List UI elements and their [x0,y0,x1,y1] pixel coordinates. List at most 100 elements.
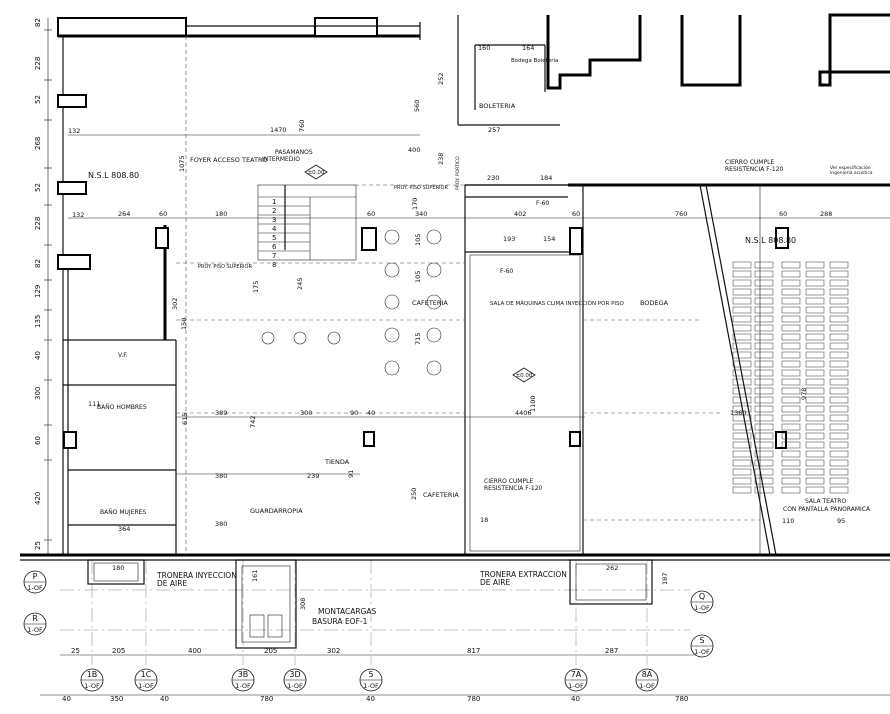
theater-seat [781,369,801,377]
column-c [569,227,583,255]
theater-seat [781,450,801,458]
theater-seat [805,423,825,431]
svg-text:7A: 7A [571,670,582,679]
dim-715: 715 [414,333,422,345]
theater-seat [754,279,774,287]
dim-bottom-2-3: 780 [260,695,273,703]
dim-left-12: 60 [34,436,42,445]
theater-seat [754,351,774,359]
dim-left-4: 268 [34,137,42,150]
label-cafeteria-2: CAFETERIA [423,491,459,499]
theater-seat [829,423,849,431]
dim-40a: 40 [367,409,375,417]
label-bano-mujeres: BAÑO MUJERES [100,509,146,516]
dim-187: 187 [661,573,669,585]
column-left-1 [57,94,87,108]
dim-bottom-2-5: 780 [467,695,480,703]
dim-bottom-1-1: 205 [112,647,125,655]
svg-text:1-OF: 1-OF [138,682,154,690]
theater-seat [781,414,801,422]
axis-3B: 3B1-OF [231,668,255,692]
note-cierre-1a: CIERRO CUMPLE [725,159,774,166]
theater-seat [732,270,752,278]
dim-402: 402 [514,210,526,218]
theater-seat [829,315,849,323]
theater-seat [732,297,752,305]
theater-seat [754,306,774,314]
dim-262: 262 [606,564,618,572]
label-sala-teatro-sub: CON PANTALLA PANORAMICA [783,506,871,513]
theater-seat [829,486,849,494]
note-nsl-right: N.S.L 808.80 [745,236,796,245]
svg-text:1-OF: 1-OF [84,682,100,690]
dim-250: 250 [410,488,418,500]
axis-5: 51-OF [359,668,383,692]
theater-seat [781,387,801,395]
theater-seat [781,306,801,314]
dim-left-2: 228 [34,57,42,70]
theater-seat [754,405,774,413]
theater-seat [732,423,752,431]
theater-seat [732,486,752,494]
theater-seat [829,342,849,350]
dim-bottom-2-2: 40 [160,695,169,703]
dim-164: 164 [522,44,534,52]
stair-step-3: 3 [272,216,276,224]
theater-seats [732,261,849,494]
theater-seat [829,360,849,368]
theater-seat [781,477,801,485]
svg-text:Q: Q [699,592,705,601]
staircase: 1 2 3 4 5 6 7 8 [257,184,357,269]
theater-seat [829,468,849,476]
projection-lines [176,36,760,555]
dim-left-10: 40 [34,351,42,360]
dim-132b: 132 [72,211,84,219]
theater-seat [805,288,825,296]
theater-seat [781,288,801,296]
label-vf: V.F. [118,352,128,359]
theater-seat [754,297,774,305]
theater-seat [829,477,849,485]
theater-seat [805,459,825,467]
stair-step-8: 8 [272,261,276,269]
dim-389: 389 [215,409,227,417]
dim-91: 91 [347,470,355,478]
column-a [155,227,169,249]
theater-seat [754,396,774,404]
dim-bottom-2-4: 40 [366,695,375,703]
theater-seat [732,324,752,332]
wall-top-left [57,17,187,37]
dim-left-5: 52 [34,183,42,192]
note-proy-piso-1: PROY. PISO SUPERIOR [198,264,252,270]
theater-seat [805,432,825,440]
label-foyer: FOYER ACCESO TEATRO [190,156,268,164]
svg-text:5: 5 [368,670,373,679]
theater-seat [805,270,825,278]
theater-seat [781,270,801,278]
svg-text:1-OF: 1-OF [694,648,710,656]
theater-seat [781,378,801,386]
theater-seat [754,423,774,431]
theater-seat [781,486,801,494]
note-tronera-iny-2: DE AIRE [157,579,187,588]
dim-180: 180 [215,210,227,218]
dim-180b: 180 [112,564,124,572]
theater-seat [829,405,849,413]
dim-bottom-1-6: 287 [605,647,618,655]
dim-154: 154 [543,235,555,243]
dim-175: 175 [252,281,260,293]
theater-seat [732,360,752,368]
dim-105a: 105 [414,234,422,246]
svg-text:1-OF: 1-OF [694,604,710,612]
dim-bottom-2-0: 40 [62,695,71,703]
theater-seat [732,405,752,413]
theater-seat [829,378,849,386]
dim-bottom-2-6: 40 [571,695,580,703]
theater-seat [781,297,801,305]
svg-text:3B: 3B [238,670,249,679]
dim-340: 340 [415,210,427,218]
svg-text:1B: 1B [87,670,98,679]
theater-seat [732,441,752,449]
theater-seat [754,414,774,422]
dim-1360: 1360 [730,409,747,417]
